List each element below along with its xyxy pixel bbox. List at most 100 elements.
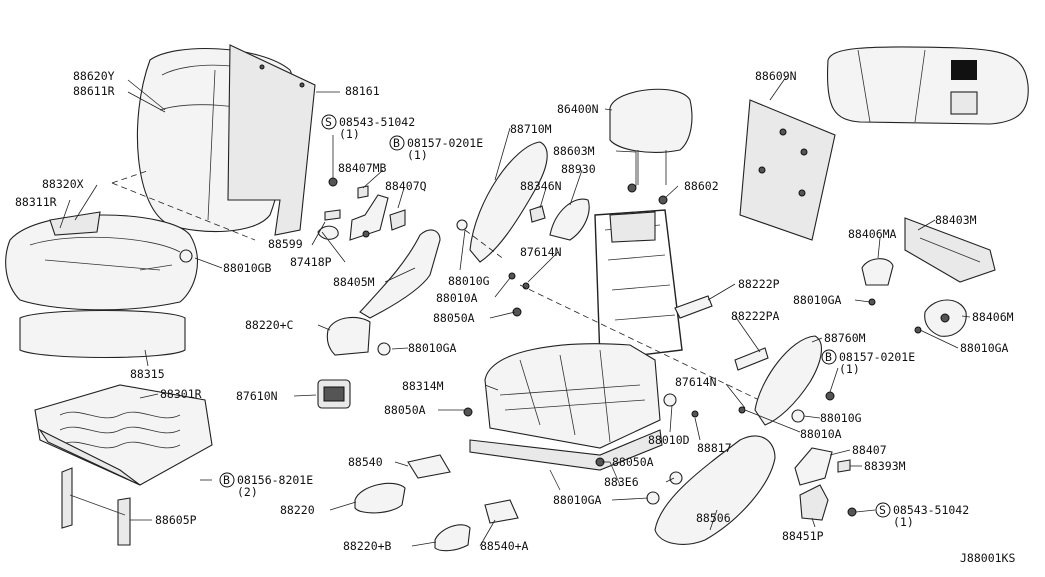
svg-text:B: B: [223, 473, 230, 487]
svg-text:B: B: [393, 136, 400, 150]
svg-text:S: S: [879, 503, 886, 517]
svg-text:S: S: [325, 115, 332, 129]
callout-88010A-b: 88010A: [800, 427, 842, 441]
callout-88393M: 88393M: [864, 459, 906, 473]
callout-88220C: 88220+C: [245, 318, 294, 332]
callout-88050A-b: 88050A: [384, 403, 426, 417]
callout-88710M: 88710M: [510, 122, 552, 136]
callout-88050A-a: 88050A: [433, 311, 475, 325]
callout-88222PA: 88222PA: [731, 309, 780, 323]
seat-back-frame: [594, 209, 683, 361]
switch-bezel-88451P: [799, 484, 829, 521]
assembly-line: [464, 229, 506, 261]
callout-08157-0201E-a: 08157-0201E: [407, 136, 483, 150]
callout-87614N-a: 87614N: [520, 245, 562, 259]
callout-88540A: 88540+A: [480, 539, 529, 553]
rail-cover-88540: [407, 454, 451, 479]
callout-88605P: 88605P: [155, 513, 197, 527]
callout-88760M: 88760M: [824, 331, 866, 345]
knob-87418P: [317, 225, 339, 240]
svg-text:B: B: [825, 350, 832, 364]
seat-side-cover-88405M: [359, 229, 441, 319]
grommet-icon: [791, 409, 805, 423]
callout-08543-51042-b-qty: (1): [893, 515, 914, 529]
switch-88407: [794, 447, 833, 486]
callout-88010GA-c: 88010GA: [793, 293, 842, 307]
callout-88161: 88161: [345, 84, 380, 98]
callout-88451P: 88451P: [782, 529, 824, 543]
seat-back-panel-88609N: [739, 99, 836, 241]
seat-base-frame-88314M: [469, 343, 663, 491]
clip-icon: [456, 219, 468, 231]
grommet-icon: [646, 491, 660, 505]
seat-side-knob-88220C: [326, 316, 371, 356]
armrest-cover-88760M: [754, 335, 822, 426]
callout-88603M: 88603M: [553, 144, 595, 158]
bushing-icon: [669, 471, 683, 485]
bolt-symbol-icon: B: [219, 472, 235, 488]
callout-88403M: 88403M: [935, 213, 977, 227]
part-labels: 88620Y 88611R 88161 S 08543-51042 (1) 88…: [15, 69, 1015, 565]
seat-pad: [19, 309, 186, 359]
bolt-symbol-icon: B: [821, 349, 837, 365]
rail-cover-88220: [354, 482, 406, 514]
callout-88314M: 88314M: [402, 379, 444, 393]
callout-88620Y: 88620Y: [73, 69, 115, 83]
screw-icon: [914, 326, 922, 334]
rail-cover-88540A: [484, 499, 519, 524]
callout-88407MB: 88407MB: [338, 161, 387, 175]
callout-87418P: 87418P: [290, 255, 332, 269]
callout-88222P: 88222P: [738, 277, 780, 291]
bolt-icon: [825, 391, 835, 401]
headrest-86400N: [609, 88, 693, 185]
callout-88406MA: 88406MA: [848, 227, 897, 241]
screw-icon: [627, 183, 637, 193]
callout-88010A-a: 88010A: [436, 291, 478, 305]
screw-icon: [847, 507, 857, 517]
callout-88220: 88220: [280, 503, 315, 517]
seat-side-trim-88506: [654, 435, 776, 545]
seat-cushion: [5, 211, 198, 311]
callout-88010D: 88010D: [648, 433, 690, 447]
switch-assembly-88407Q: [349, 194, 406, 241]
callout-88609N: 88609N: [755, 69, 797, 83]
callout-88010G-a: 88010G: [448, 274, 490, 288]
clip-88222P: [674, 295, 713, 319]
callout-88301R: 88301R: [160, 387, 202, 401]
screw-icon: [328, 177, 338, 187]
callout-88010GA-d: 88010GA: [960, 341, 1009, 355]
callout-08156-8201E: 08156-8201E: [237, 473, 313, 487]
callout-88602: 88602: [684, 179, 719, 193]
cap-88010D: [663, 393, 677, 407]
callout-88405M: 88405M: [333, 275, 375, 289]
assembly-line: [519, 284, 781, 411]
rail-cover-88220B: [434, 524, 471, 552]
callout-88506: 88506: [696, 511, 731, 525]
callout-08543-51042-a-qty: (1): [339, 127, 360, 141]
callout-88315: 88315: [130, 367, 165, 381]
diagram-code: J88001KS: [960, 551, 1015, 565]
callout-88540: 88540: [348, 455, 383, 469]
callout-88406M: 88406M: [972, 310, 1014, 324]
callout-88611R: 88611R: [73, 84, 115, 98]
callout-87614N-b: 87614N: [675, 375, 717, 389]
callout-88311R: 88311R: [15, 195, 57, 209]
callout-08157-0201E-b-qty: (1): [839, 362, 860, 376]
clip-88222PA: [734, 347, 769, 371]
callout-88010GB: 88010GB: [223, 261, 272, 275]
bracket-88406M: [924, 299, 967, 337]
callout-88050A-c: 88050A: [612, 455, 654, 469]
seat-cushion-frame: [34, 384, 213, 486]
seat-bracket: [61, 467, 131, 546]
callout-86400N: 86400N: [557, 102, 599, 116]
grommet-icon: [377, 342, 391, 356]
screw-symbol-icon: S: [321, 114, 337, 130]
screw-icon: [691, 410, 699, 418]
callout-88010G-b: 88010G: [820, 411, 862, 425]
bracket-88406MA: [861, 258, 894, 286]
callout-08156-8201E-qty: (2): [237, 485, 258, 499]
callout-08157-0201E-b: 08157-0201E: [839, 350, 915, 364]
screw-symbol-icon: S: [875, 502, 891, 518]
